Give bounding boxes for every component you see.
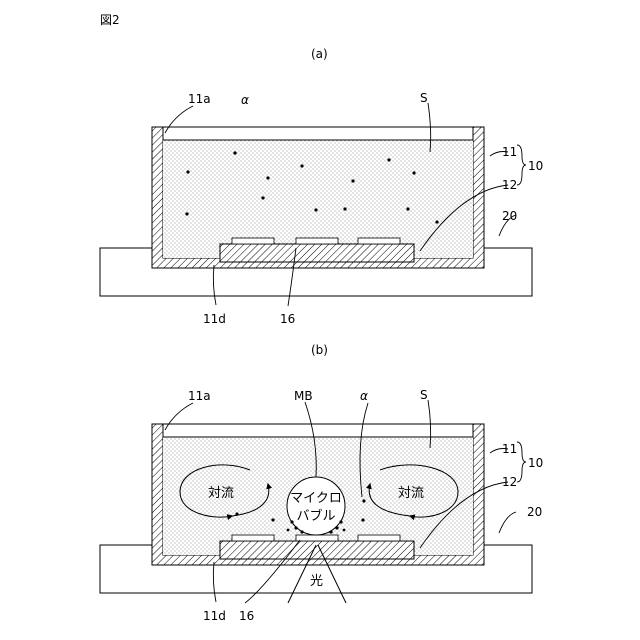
label-11a: 11a: [188, 92, 211, 106]
electrode-group: [232, 238, 274, 244]
label-11d: 11d: [203, 312, 226, 326]
label-light: 光: [310, 574, 323, 589]
particle: [287, 529, 290, 532]
particle: [343, 529, 346, 532]
label-convection-left: 対流: [208, 486, 234, 501]
particle: [361, 518, 364, 521]
particle: [235, 512, 238, 515]
particle: [300, 164, 303, 167]
label-11: 11: [502, 145, 517, 159]
particle: [343, 207, 346, 210]
electrode-group: [358, 535, 400, 541]
label-alpha: α: [241, 93, 249, 107]
microbubble: [287, 477, 345, 535]
particle: [387, 158, 390, 161]
label-S: S: [420, 91, 428, 105]
label-11: 11: [502, 442, 517, 456]
particle: [335, 526, 338, 529]
label-12: 12: [502, 475, 517, 489]
label-16: 16: [239, 609, 254, 623]
label-12: 12: [502, 178, 517, 192]
particle: [233, 151, 236, 154]
particle: [412, 171, 415, 174]
label-S: S: [420, 388, 428, 402]
chip-12: [220, 244, 414, 262]
electrode-group: [296, 238, 338, 244]
label-16: 16: [280, 312, 295, 326]
particle: [294, 526, 297, 529]
particle: [406, 207, 409, 210]
electrode-group: [358, 238, 400, 244]
particle: [186, 170, 189, 173]
label-11a: 11a: [188, 389, 211, 403]
particle: [351, 179, 354, 182]
particle: [266, 176, 269, 179]
chip-12: [220, 541, 414, 559]
particle: [314, 208, 317, 211]
particle: [271, 518, 274, 521]
panel-a: (a): [100, 47, 543, 326]
panel-b-caption: (b): [311, 343, 328, 357]
label-10: 10: [528, 159, 543, 173]
label-11d: 11d: [203, 609, 226, 623]
label-20: 20: [502, 209, 517, 223]
label-10: 10: [528, 456, 543, 470]
particle: [261, 196, 264, 199]
electrode-group: [232, 535, 274, 541]
label-20: 20: [527, 505, 542, 519]
particle: [362, 499, 365, 502]
particle: [185, 212, 188, 215]
particle: [290, 520, 293, 523]
label-convection-right: 対流: [398, 486, 424, 501]
particle: [339, 520, 342, 523]
panel-b: (b): [100, 343, 543, 623]
label-alpha: α: [360, 389, 368, 403]
panel-a-caption: (a): [311, 47, 328, 61]
electrode-array-16: [232, 535, 400, 541]
label-bubble-line1: マイクロ: [290, 491, 342, 506]
figure-title: 図2: [100, 13, 120, 27]
label-bubble-line2: バブル: [296, 508, 335, 524]
electrode-group: [296, 535, 338, 541]
label-MB: MB: [294, 389, 313, 403]
particle: [329, 530, 332, 533]
particle: [435, 220, 438, 223]
electrode-array-16: [232, 238, 400, 244]
particle: [300, 530, 303, 533]
